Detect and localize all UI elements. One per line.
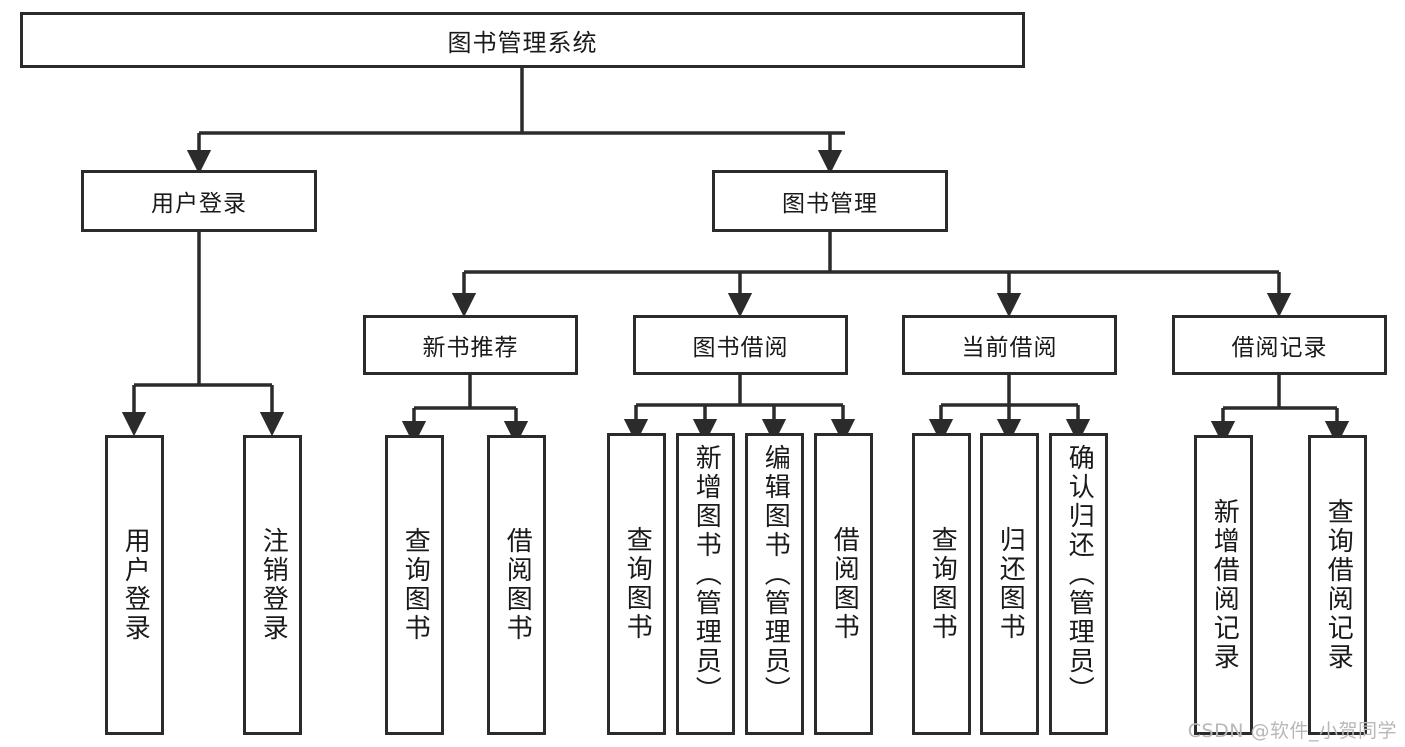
leaf-query-record-label: 查询借阅记录 [1323, 498, 1354, 672]
leaf-query-book-2-label: 查询图书 [622, 526, 653, 642]
node-new-book-recommend-label: 新书推荐 [422, 335, 519, 361]
node-borrow-record[interactable]: 借阅记录 [1172, 315, 1387, 375]
leaf-return-book[interactable]: 归还图书 [980, 433, 1039, 735]
leaf-borrow-book-2[interactable]: 借阅图书 [814, 433, 873, 735]
leaf-borrow-book-1[interactable]: 借阅图书 [487, 435, 546, 735]
leaf-borrow-book-1-label: 借阅图书 [502, 527, 533, 643]
leaf-add-book[interactable]: 新增图书（管理员） [676, 433, 735, 735]
leaf-borrow-book-2-label: 借阅图书 [829, 526, 860, 642]
leaf-logout-login[interactable]: 注销登录 [243, 435, 302, 735]
node-root-label: 图书管理系统 [447, 28, 598, 57]
node-book-borrow[interactable]: 图书借阅 [633, 315, 848, 375]
node-current-borrow-label: 当前借阅 [961, 335, 1058, 361]
leaf-edit-book-label: 编辑图书（管理员） [760, 444, 791, 705]
leaf-query-record[interactable]: 查询借阅记录 [1308, 435, 1367, 735]
leaf-user-login[interactable]: 用户登录 [105, 435, 164, 735]
leaf-edit-book[interactable]: 编辑图书（管理员） [745, 433, 804, 735]
node-new-book-recommend[interactable]: 新书推荐 [363, 315, 578, 375]
leaf-logout-login-label: 注销登录 [258, 527, 289, 643]
node-root[interactable]: 图书管理系统 [20, 12, 1025, 68]
node-current-borrow[interactable]: 当前借阅 [902, 315, 1117, 375]
node-book-manage[interactable]: 图书管理 [712, 170, 948, 232]
node-borrow-record-label: 借阅记录 [1231, 335, 1328, 361]
leaf-add-record-label: 新增借阅记录 [1209, 498, 1240, 672]
leaf-add-record[interactable]: 新增借阅记录 [1194, 435, 1253, 735]
leaf-query-book-3-label: 查询图书 [927, 526, 958, 642]
csdn-watermark: CSDN @软件_小贺同学 [1187, 720, 1397, 742]
leaf-query-book-3[interactable]: 查询图书 [912, 433, 971, 735]
node-book-manage-label: 图书管理 [782, 191, 878, 217]
leaf-return-book-label: 归还图书 [995, 526, 1026, 642]
leaf-confirm-return[interactable]: 确认归还（管理员） [1049, 433, 1108, 735]
leaf-confirm-return-label: 确认归还（管理员） [1064, 444, 1095, 705]
node-book-borrow-label: 图书借阅 [692, 335, 789, 361]
leaf-query-book-2[interactable]: 查询图书 [607, 433, 666, 735]
leaf-query-book-1[interactable]: 查询图书 [385, 435, 444, 735]
node-user-login[interactable]: 用户登录 [81, 170, 317, 232]
node-user-login-label: 用户登录 [151, 191, 247, 217]
leaf-add-book-label: 新增图书（管理员） [691, 444, 722, 705]
leaf-query-book-1-label: 查询图书 [400, 527, 431, 643]
leaf-user-login-label: 用户登录 [120, 527, 151, 643]
